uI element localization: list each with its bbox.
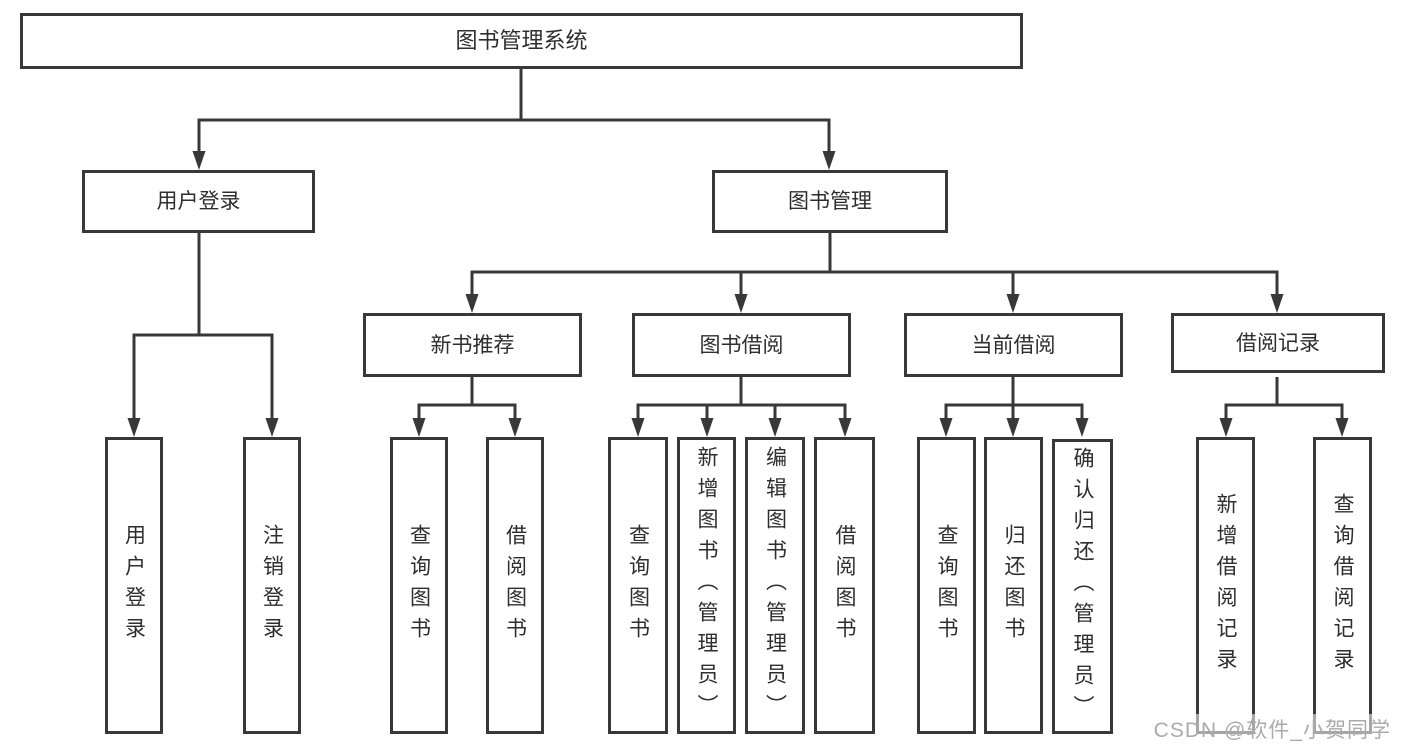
node-current-borrowing: 当前借阅 xyxy=(904,313,1123,377)
node-label: 用户登录 xyxy=(122,523,146,648)
node-borrowing-records: 借阅记录 xyxy=(1171,313,1385,373)
node-label: 新增图书（管理员） xyxy=(695,446,718,725)
leaf-add-books-admin: 新增图书（管理员） xyxy=(677,437,736,734)
leaf-confirm-return-admin: 确认归还（管理员） xyxy=(1052,439,1113,734)
leaf-logout: 注销登录 xyxy=(243,437,301,734)
node-label: 用户登录 xyxy=(156,190,241,213)
node-label: 图书管理系统 xyxy=(455,28,588,53)
leaf-edit-books-admin: 编辑图书（管理员） xyxy=(745,437,805,734)
node-root-book-management-system: 图书管理系统 xyxy=(20,13,1023,69)
node-label: 查询图书 xyxy=(626,523,650,648)
node-label: 查询图书 xyxy=(407,523,431,648)
node-label: 借阅记录 xyxy=(1236,331,1320,355)
leaf-user-login: 用户登录 xyxy=(105,437,163,734)
node-user-login-branch: 用户登录 xyxy=(82,170,315,233)
leaf-return-books: 归还图书 xyxy=(984,437,1043,734)
leaf-query-books-3: 查询图书 xyxy=(917,437,976,734)
node-label: 新增借阅记录 xyxy=(1214,492,1237,679)
watermark: CSDN @软件_小贺同学 xyxy=(1153,714,1391,744)
node-label: 新书推荐 xyxy=(430,333,515,357)
node-book-borrowing: 图书借阅 xyxy=(632,313,851,377)
node-label: 注销登录 xyxy=(260,523,284,648)
arrowhead-icons xyxy=(127,151,1349,437)
leaf-borrow-books-2: 借阅图书 xyxy=(814,437,875,734)
node-label: 确认归还（管理员） xyxy=(1071,447,1094,726)
node-new-book-recommend: 新书推荐 xyxy=(363,313,582,377)
node-label: 编辑图书（管理员） xyxy=(763,446,787,725)
node-label: 查询图书 xyxy=(935,523,958,648)
node-label: 借阅图书 xyxy=(833,523,856,648)
node-label: 图书借阅 xyxy=(699,333,784,357)
leaf-borrow-books-1: 借阅图书 xyxy=(486,437,544,734)
node-label: 图书管理 xyxy=(788,190,872,213)
leaf-query-books-1: 查询图书 xyxy=(390,437,448,734)
leaf-query-borrow-record: 查询借阅记录 xyxy=(1313,437,1372,734)
leaf-add-borrow-record: 新增借阅记录 xyxy=(1196,437,1255,734)
leaf-query-books-2: 查询图书 xyxy=(608,437,668,734)
node-label: 归还图书 xyxy=(1002,523,1025,648)
node-book-management-branch: 图书管理 xyxy=(712,170,948,233)
node-label: 查询借阅记录 xyxy=(1331,492,1354,679)
node-label: 借阅图书 xyxy=(503,523,527,648)
node-label: 当前借阅 xyxy=(971,333,1056,357)
